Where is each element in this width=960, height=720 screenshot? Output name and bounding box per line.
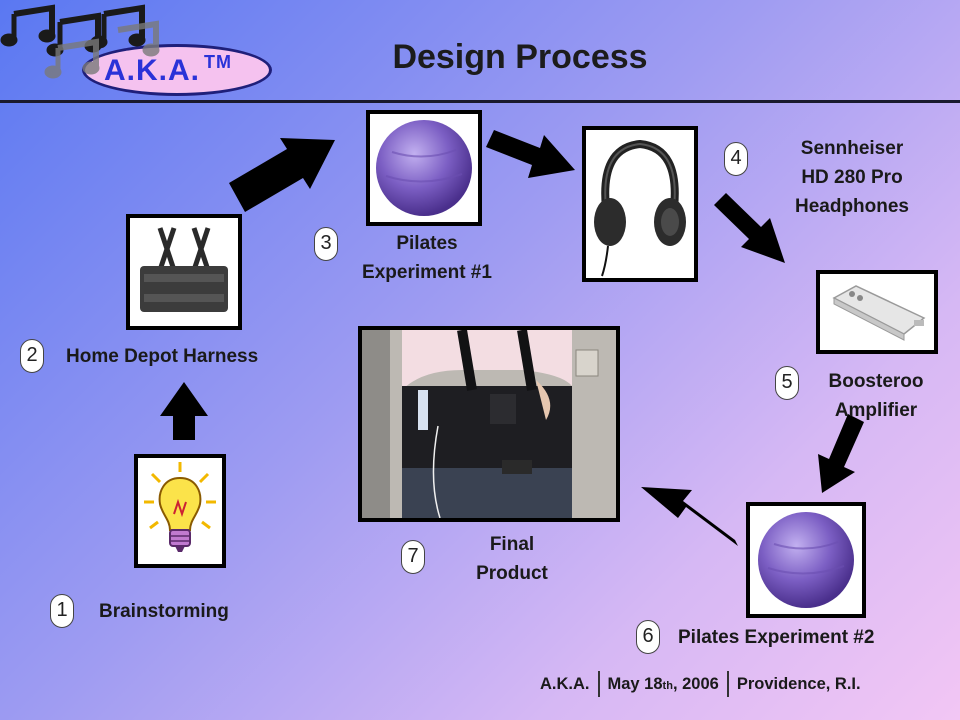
step-3-label-line2: Experiment #1	[362, 262, 492, 283]
step-7-label: Final Product	[452, 530, 572, 588]
footer-date-suffix: th	[662, 679, 673, 692]
footer-org: A.K.A.	[540, 674, 590, 693]
footer-date-year: , 2006	[672, 674, 719, 693]
arrow-5-to-6	[818, 414, 864, 493]
step-5-badge: 5	[775, 366, 799, 400]
footer-separator	[726, 671, 729, 697]
logo-oval	[82, 44, 272, 96]
step-6-label: Pilates Experiment #2	[678, 627, 875, 648]
step-7-label-line1: Final	[489, 534, 535, 555]
step-1-badge: 1	[50, 594, 74, 628]
step-2-badge: 2	[20, 339, 44, 373]
step-4-label: Sennheiser HD 280 Pro Headphones	[766, 134, 938, 221]
lightbulb-icon	[144, 462, 216, 552]
pilates-ball-1-image	[366, 110, 482, 226]
step-5-label-line2: Amplifier	[834, 400, 918, 421]
step-4-label-line2: HD 280 Pro	[801, 167, 903, 188]
arrow-1-to-2	[160, 382, 208, 440]
headphones-icon	[594, 139, 686, 277]
step-5-label-line1: Boosteroo	[828, 371, 924, 392]
harness-icon	[140, 227, 228, 312]
title-divider	[0, 100, 960, 103]
page-title: Design Process	[392, 38, 648, 76]
exercise-ball-icon	[758, 512, 854, 608]
step-3-label-line1: Pilates	[396, 233, 458, 254]
step-2-label: Home Depot Harness	[66, 346, 259, 367]
step-1-label: Brainstorming	[99, 601, 229, 622]
step-4-badge: 4	[724, 142, 748, 176]
music-notes-icon	[0, 4, 160, 79]
logo: A.K.A.TM	[104, 52, 232, 88]
final-product-image	[358, 326, 620, 522]
step-5-label: Boosteroo Amplifier	[806, 367, 946, 425]
logo-trademark: TM	[204, 52, 232, 72]
footer-separator	[597, 671, 600, 697]
amplifier-image	[816, 270, 938, 354]
pilates-ball-2-image	[746, 502, 866, 618]
exercise-ball-icon	[376, 120, 472, 216]
final-product-photo	[362, 329, 616, 519]
step-3-badge: 3	[314, 227, 338, 261]
arrow-2-to-3	[229, 138, 335, 212]
step-4-label-line3: Headphones	[794, 196, 910, 217]
step-4-label-line1: Sennheiser	[800, 138, 904, 159]
arrow-4-to-5	[714, 193, 785, 263]
amplifier-icon	[832, 285, 926, 341]
arrow-6-to-7	[641, 487, 738, 546]
headphones-image	[582, 126, 698, 282]
brainstorming-image	[134, 454, 226, 568]
footer-date-prefix: May 18	[607, 674, 663, 693]
footer-location: Providence, R.I.	[736, 674, 861, 693]
step-7-label-line2: Product	[476, 563, 548, 584]
step-3-label: Pilates Experiment #1	[340, 229, 514, 287]
logo-text: A.K.A.	[104, 54, 200, 87]
step-7-badge: 7	[401, 540, 425, 574]
harness-image	[126, 214, 242, 330]
arrow-3-to-4	[486, 130, 575, 178]
step-6-badge: 6	[636, 620, 660, 654]
